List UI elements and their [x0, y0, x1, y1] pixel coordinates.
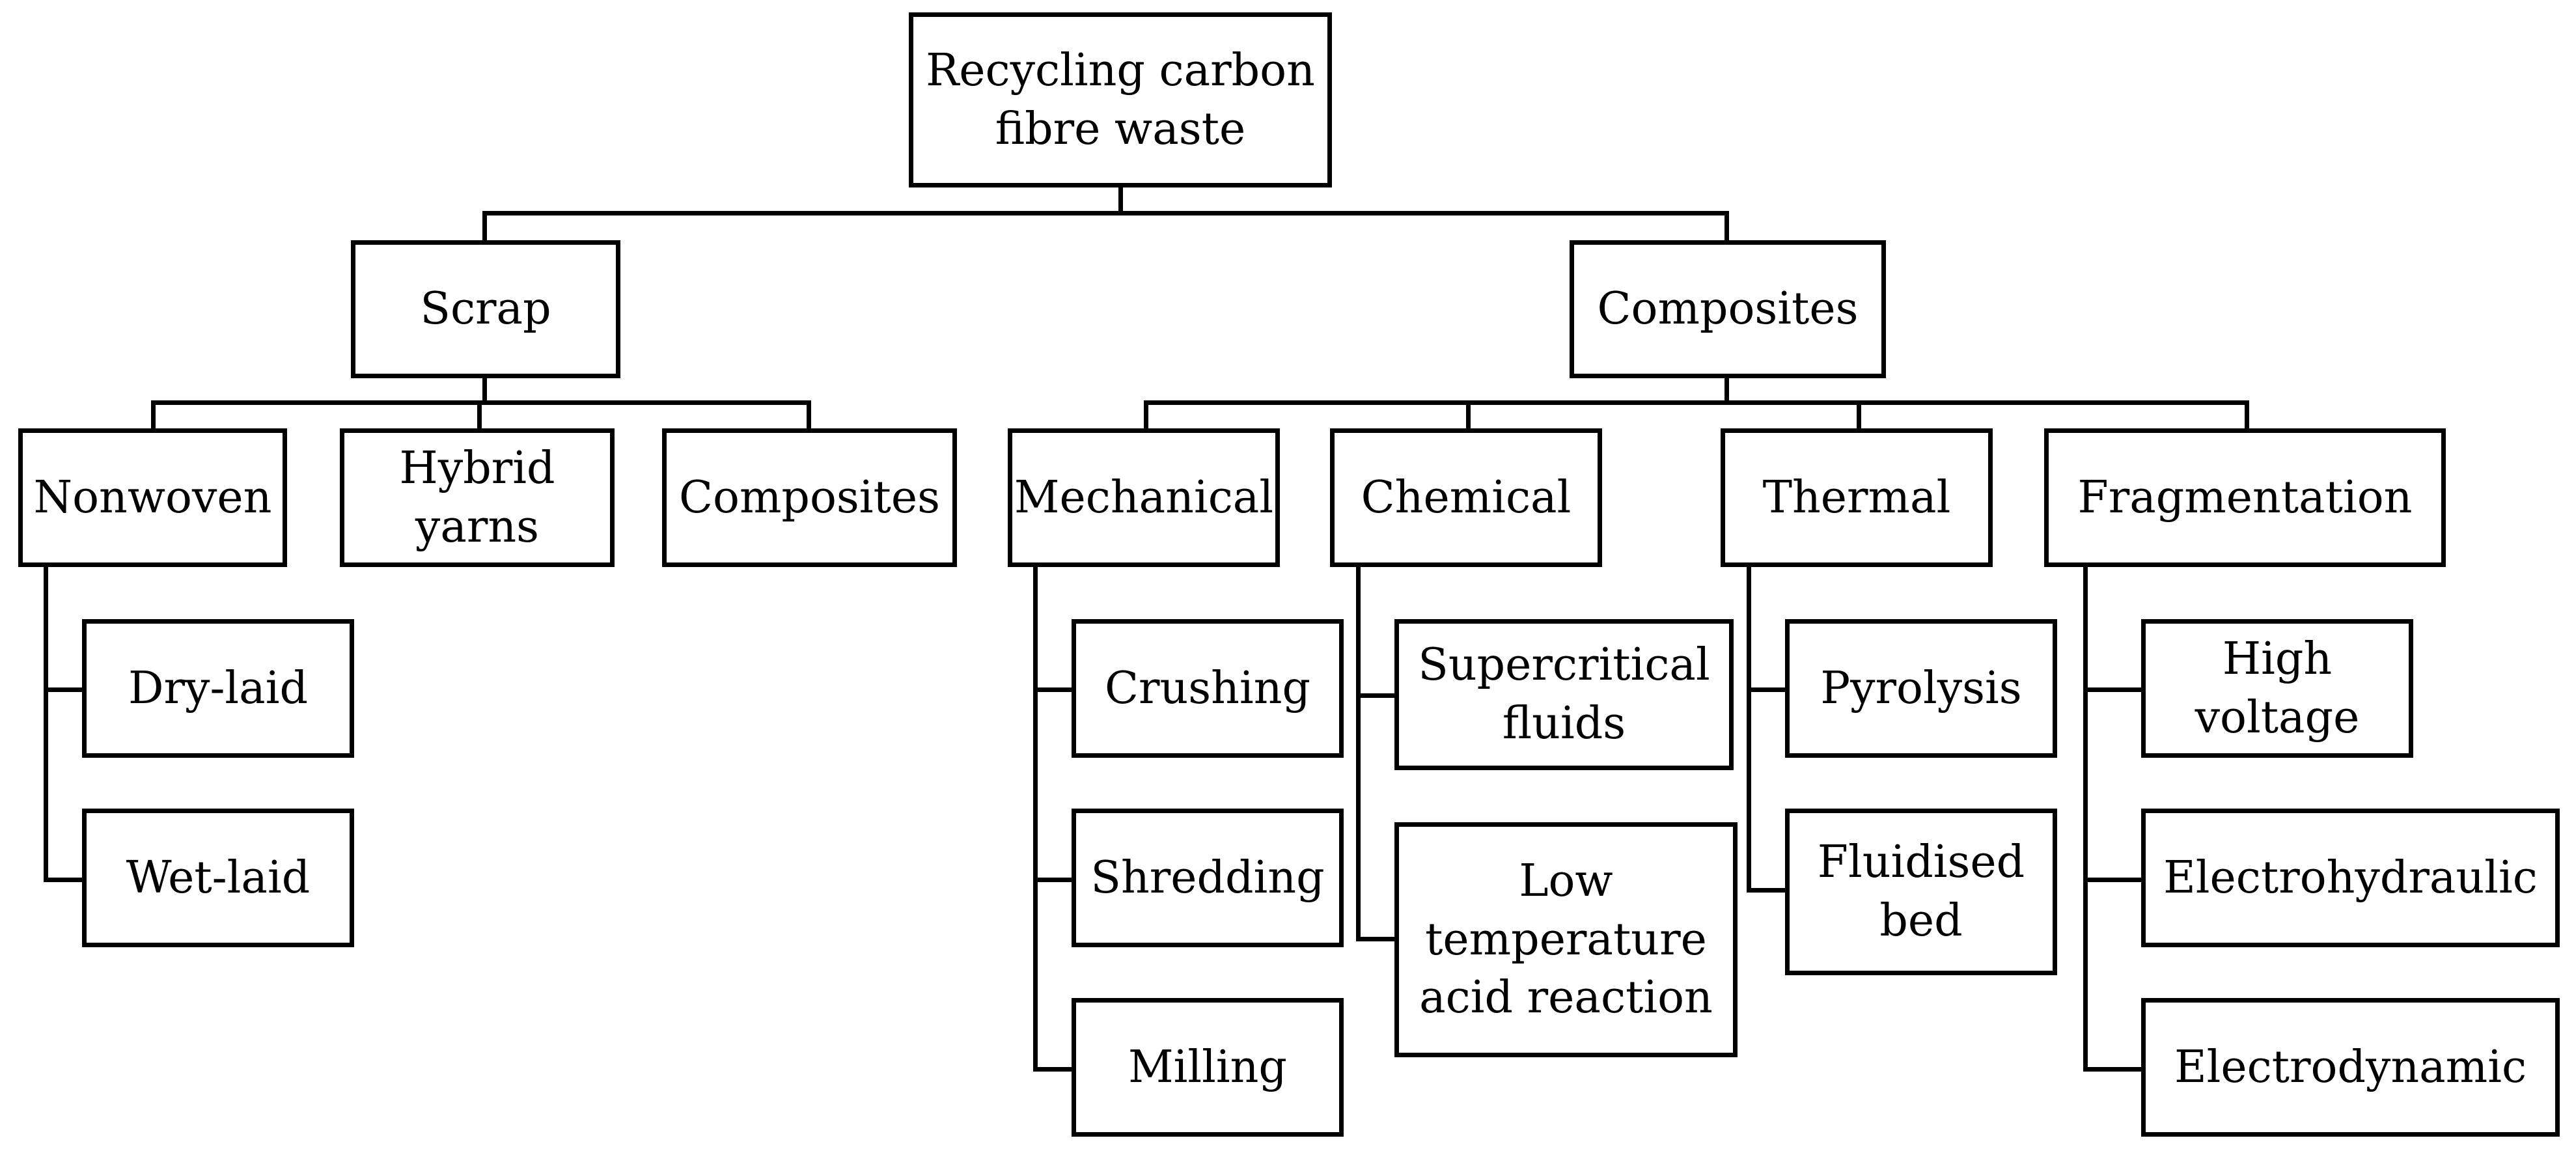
connector-line	[44, 878, 87, 882]
scrap-composites-node: Composites	[662, 428, 957, 567]
connector-line	[1747, 565, 1751, 893]
crushing-node: Crushing	[1072, 619, 1344, 758]
connector-line	[2245, 400, 2249, 430]
connector-line	[2083, 878, 2146, 882]
connector-line	[1747, 888, 1790, 893]
connector-line	[807, 400, 811, 430]
connector-line	[1724, 211, 1729, 242]
connector-line	[1033, 565, 1038, 1072]
connector-line	[1356, 693, 1399, 698]
fragmentation-node: Fragmentation	[2044, 428, 2446, 567]
mechanical-node: Mechanical	[1008, 428, 1280, 567]
electrohydraulic-node: Electrohydraulic	[2141, 809, 2560, 947]
scrap-node: Scrap	[351, 240, 620, 378]
composites-node: Composites	[1570, 240, 1886, 378]
connector-line	[482, 376, 487, 405]
shredding-node: Shredding	[1072, 809, 1344, 947]
dry-laid-node: Dry-laid	[82, 619, 354, 758]
connector-line	[482, 211, 1729, 215]
wet-laid-node: Wet-laid	[82, 809, 354, 947]
thermal-node: Thermal	[1721, 428, 1993, 567]
pyrolysis-node: Pyrolysis	[1785, 619, 2057, 758]
connector-line	[1857, 400, 1861, 430]
connector-line	[482, 211, 487, 242]
connector-line	[1356, 937, 1399, 941]
connector-line	[2083, 565, 2088, 1072]
nonwoven-node: Nonwoven	[18, 428, 287, 567]
connector-line	[1033, 687, 1076, 692]
connector-line	[1118, 183, 1123, 215]
connector-line	[1144, 400, 1148, 430]
connector-line	[1747, 687, 1790, 692]
connector-line	[1144, 400, 2249, 405]
milling-node: Milling	[1072, 998, 1344, 1137]
connector-line	[1356, 565, 1361, 941]
connector-line	[151, 400, 156, 430]
connector-line	[1033, 1067, 1076, 1072]
connector-line	[477, 400, 482, 430]
connector-line	[2083, 687, 2146, 692]
connector-line	[1466, 400, 1471, 430]
connector-line	[2083, 1067, 2146, 1072]
connector-line	[1724, 376, 1729, 405]
chemical-node: Chemical	[1330, 428, 1602, 567]
connector-line	[44, 687, 87, 692]
electrodynamic-node: Electrodynamic	[2141, 998, 2560, 1137]
connector-line	[1033, 878, 1076, 882]
connector-line	[44, 565, 48, 882]
